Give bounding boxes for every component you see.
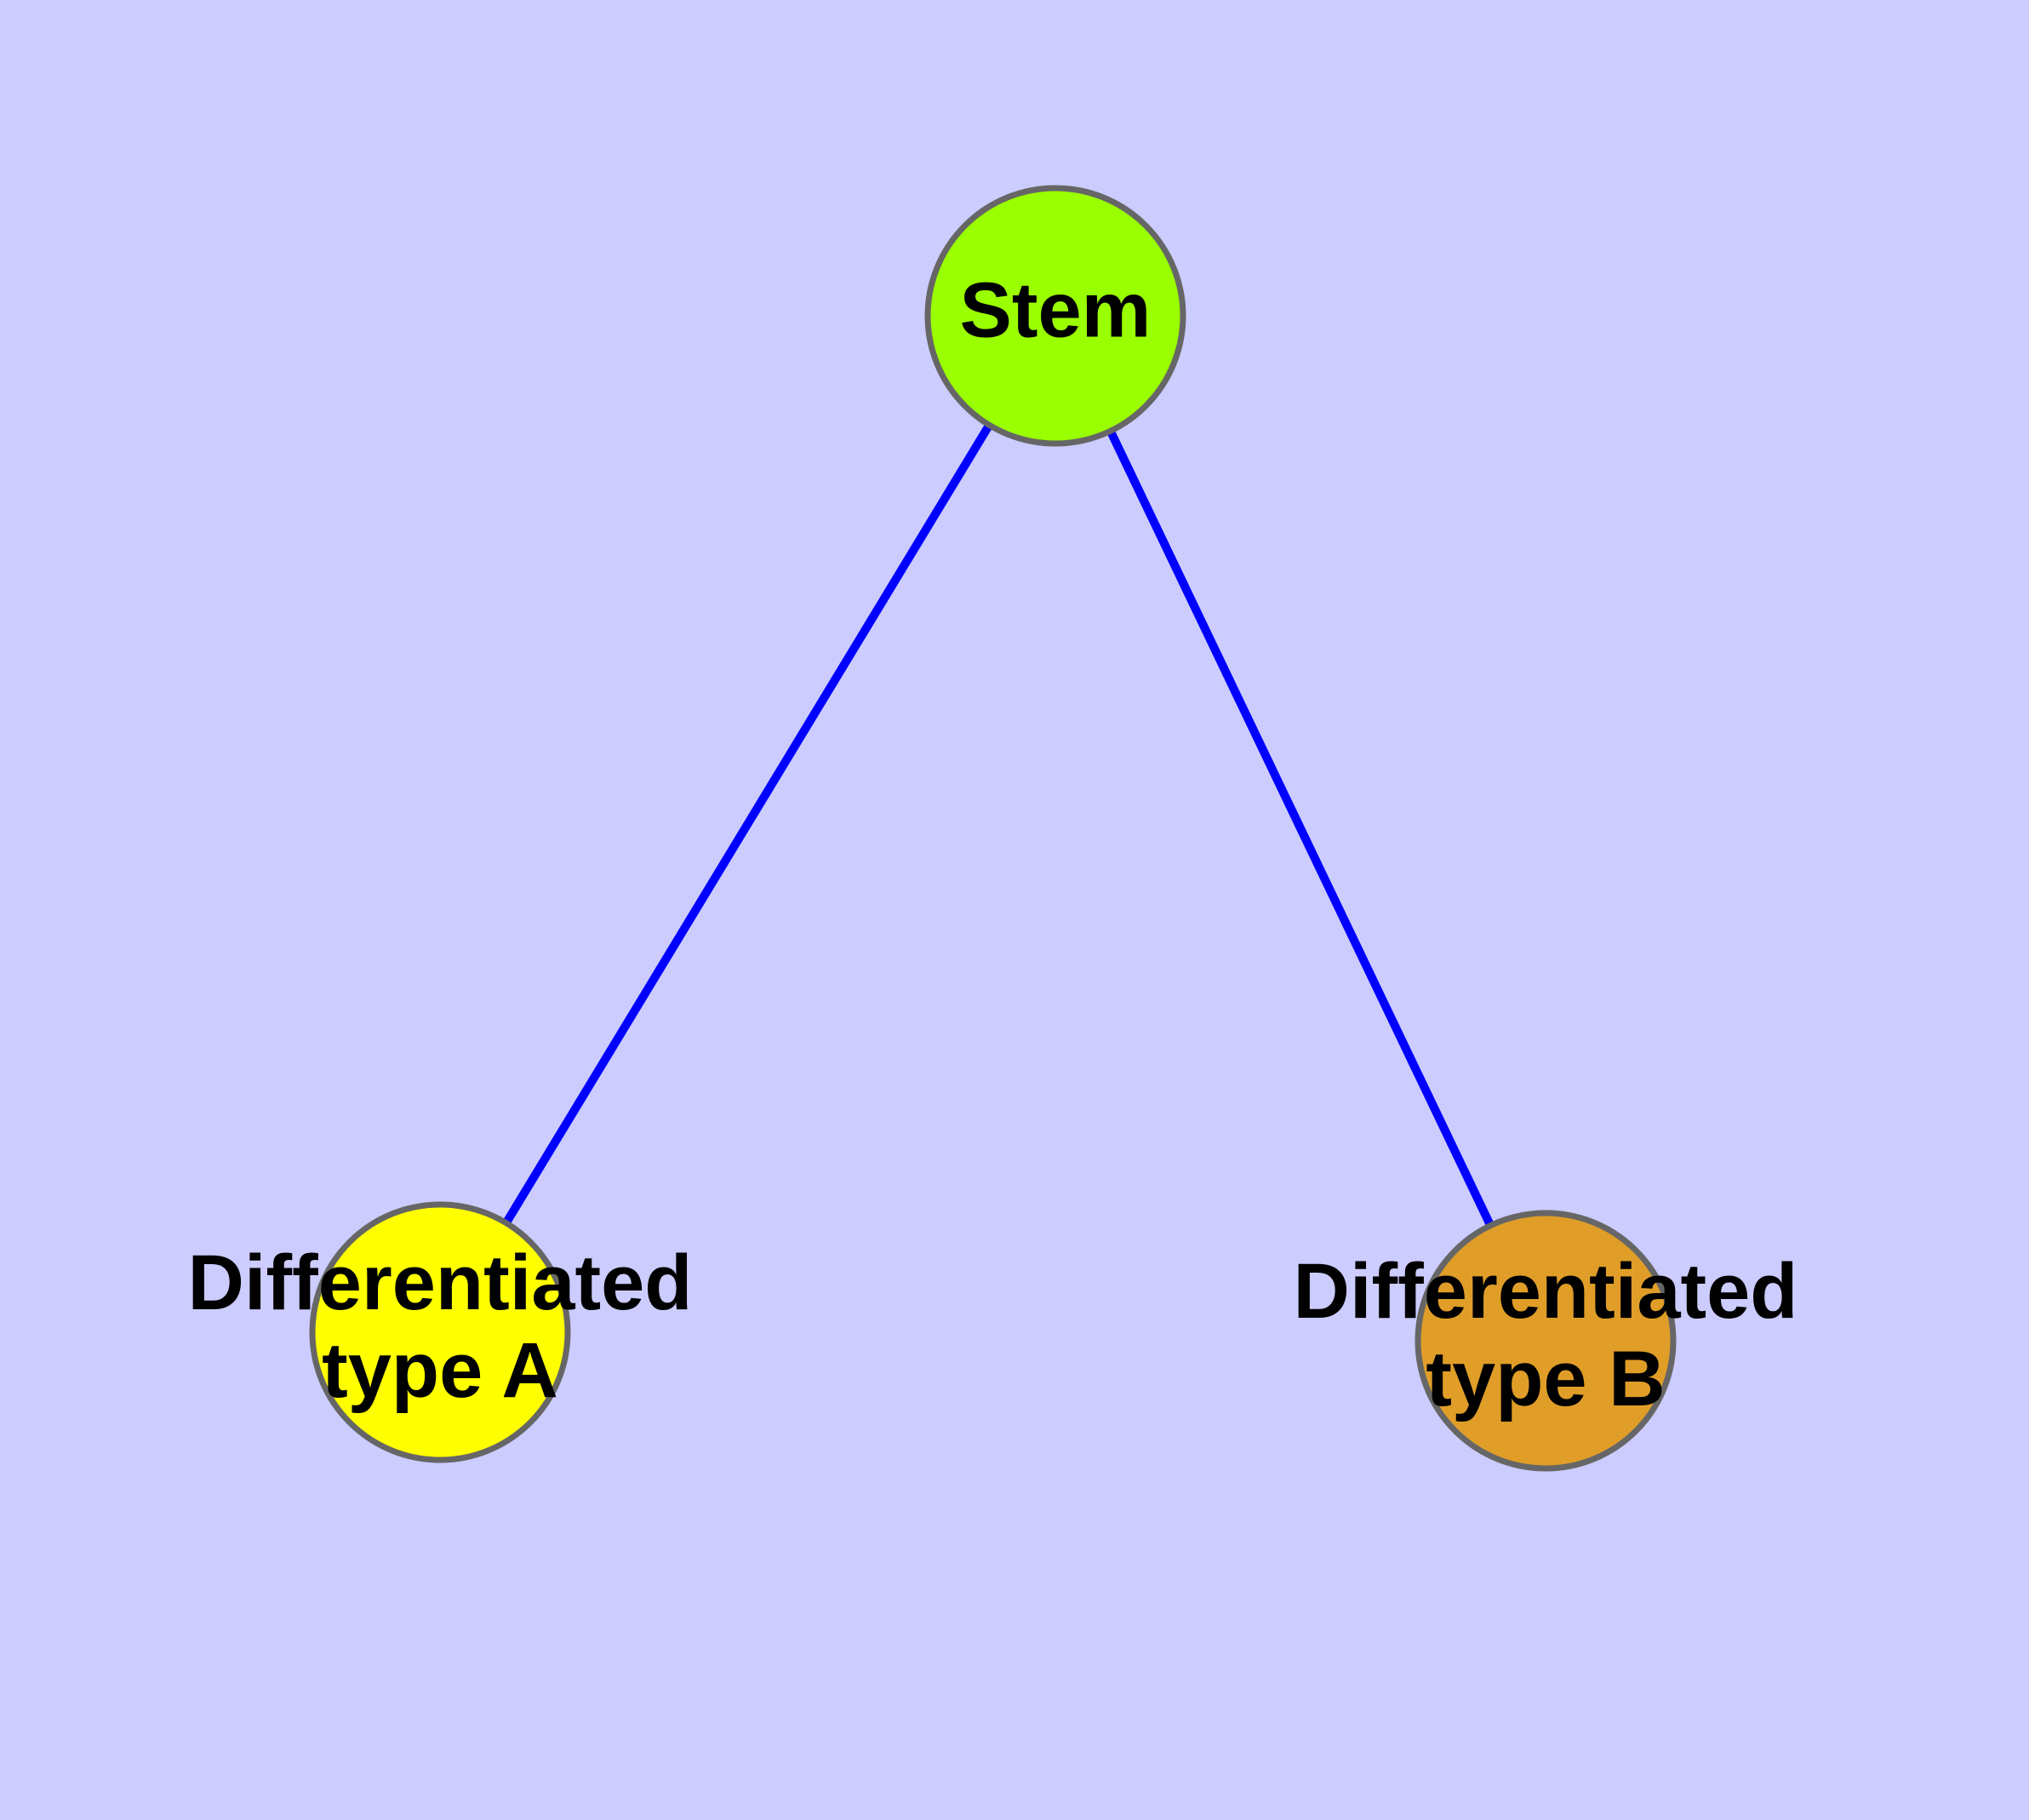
node-label-stem-line-1: Stem: [960, 266, 1152, 353]
node-circle-diff_a[interactable]: [309, 1201, 571, 1463]
graph-edge[interactable]: [1051, 313, 1550, 1343]
graph-node-stem[interactable]: Stem: [924, 185, 1186, 447]
node-label-diff_a-line-1: Differentiated: [188, 1239, 693, 1326]
node-label-diff_b-line-1: Differentiated: [1294, 1248, 1798, 1335]
edges-layer: [436, 313, 1550, 1343]
node-circle-diff_b[interactable]: [1415, 1210, 1677, 1472]
node-label-diff_b-line-2: type B: [1426, 1336, 1665, 1422]
node-circle-stem[interactable]: [924, 185, 1186, 447]
graph-edge[interactable]: [436, 313, 1060, 1335]
node-label-diff_a-line-2: type A: [322, 1327, 558, 1414]
